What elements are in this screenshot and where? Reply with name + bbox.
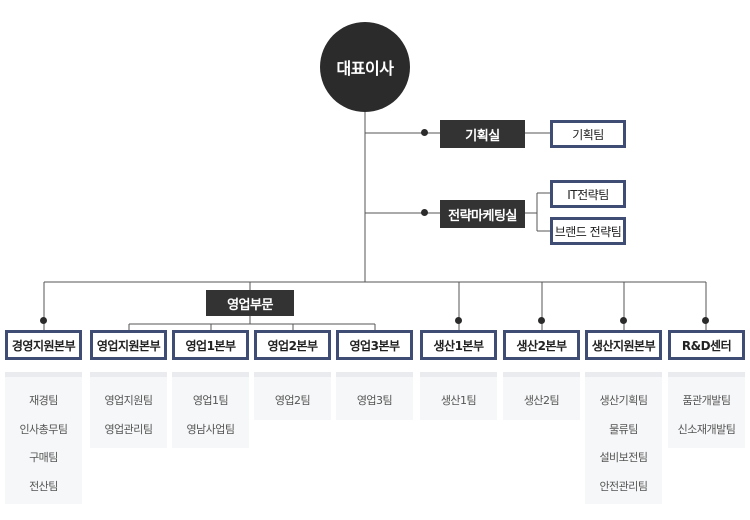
team-panel: 영업2팀: [254, 372, 331, 420]
connector-dot: [421, 209, 428, 216]
hq-production-1: 생산1본부: [420, 330, 497, 360]
team-item: 영업관리팀: [104, 422, 153, 436]
hq-sales-support: 영업지원본부: [90, 330, 167, 360]
team-item: 설비보전팀: [599, 451, 648, 464]
team-panel: 생산2팀: [503, 372, 580, 420]
team-item: 구매팀: [29, 451, 58, 464]
team-item: 영업2팀: [274, 394, 311, 407]
team-panel: 영업1팀 영남사업팀: [172, 372, 249, 448]
planning-office: 기획실: [440, 120, 525, 148]
team-item: 영남사업팀: [186, 422, 235, 436]
ceo-node: 대표이사: [320, 22, 410, 112]
planning-team: 기획팀: [550, 120, 626, 148]
team-item: 인사총무팀: [19, 422, 68, 436]
hq-rnd-center: R&D센터: [668, 330, 745, 360]
connector-dot: [40, 317, 47, 324]
hq-production-2: 생산2본부: [503, 330, 580, 360]
team-item: 신소재개발팀: [677, 422, 736, 436]
team-item: 생산기획팀: [599, 394, 648, 407]
sales-division: 영업부문: [206, 290, 294, 316]
it-strategy-team: IT전략팀: [550, 180, 626, 208]
connector-dot: [538, 317, 545, 324]
team-item: 안전관리팀: [599, 479, 648, 493]
team-panel: 영업지원팀 영업관리팀: [90, 372, 167, 448]
connector-dot: [421, 129, 428, 136]
connector-dot: [620, 317, 627, 324]
hq-sales-1: 영업1본부: [172, 330, 249, 360]
marketing-office: 전략마케팅실: [440, 200, 525, 228]
connector-dot: [455, 317, 462, 324]
team-panel: 영업3팀: [336, 372, 413, 420]
team-item: 영업1팀: [192, 394, 229, 407]
team-item: 영업3팀: [356, 394, 393, 407]
connector-dot: [702, 317, 709, 324]
brand-strategy-team: 브랜드 전략팀: [550, 217, 626, 245]
hq-production-support: 생산지원본부: [585, 330, 662, 360]
team-panel: 생산기획팀 물류팀 설비보전팀 안전관리팀: [585, 372, 662, 504]
team-item: 전산팀: [29, 479, 58, 493]
hq-sales-3: 영업3본부: [336, 330, 413, 360]
team-item: 물류팀: [609, 422, 638, 436]
team-panel: 재경팀 인사총무팀 구매팀 전산팀: [5, 372, 82, 504]
hq-management-support: 경영지원본부: [5, 330, 82, 360]
team-panel: 품관개발팀 신소재개발팀: [668, 372, 745, 448]
team-item: 재경팀: [29, 394, 58, 407]
team-panel: 생산1팀: [420, 372, 497, 420]
team-item: 생산1팀: [440, 394, 477, 407]
team-item: 생산2팀: [523, 394, 560, 407]
hq-sales-2: 영업2본부: [254, 330, 331, 360]
team-item: 영업지원팀: [104, 394, 153, 407]
team-item: 품관개발팀: [682, 394, 731, 407]
